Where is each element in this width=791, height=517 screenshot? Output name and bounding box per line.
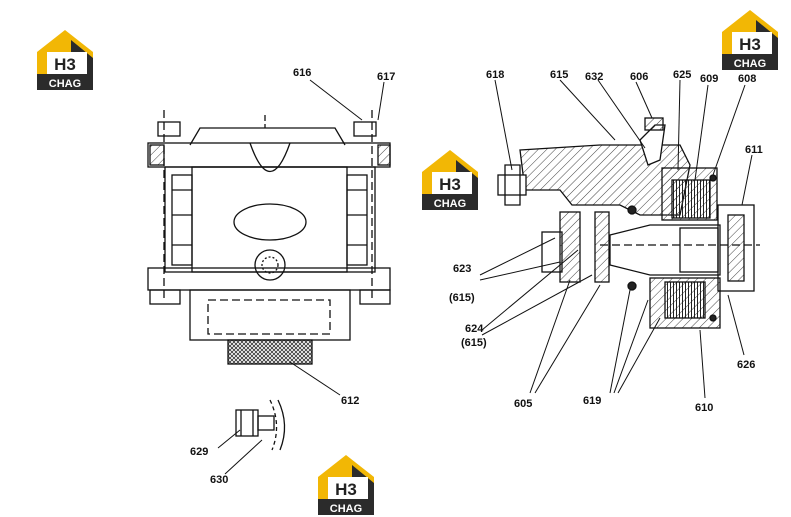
label-623: 623 [453, 263, 471, 275]
caliper-section-view [497, 117, 760, 329]
logo-letters: H3 [54, 55, 76, 74]
caliper-front-view [147, 110, 391, 451]
logo-top-left: H3 CHAG [37, 30, 93, 90]
part-labels: 616 617 612 629 630 618 615 632 606 625 … [190, 67, 763, 486]
logo-letters: H3 [439, 175, 461, 194]
label-624-ref: (615) [461, 337, 487, 349]
logo-word: CHAG [330, 503, 362, 515]
logo-middle: H3 CHAG [422, 150, 478, 210]
label-626: 626 [737, 359, 755, 371]
label-616: 616 [293, 67, 311, 79]
logo-letters: H3 [739, 35, 761, 54]
label-629: 629 [190, 446, 208, 458]
label-606: 606 [630, 71, 648, 83]
logo-top-right: H3 CHAG [722, 10, 778, 70]
logo-word: CHAG [434, 198, 466, 210]
logo-bottom: H3 CHAG [318, 455, 374, 515]
label-608: 608 [738, 73, 756, 85]
label-630: 630 [210, 474, 228, 486]
label-610: 610 [695, 402, 713, 414]
label-611: 611 [745, 144, 763, 156]
label-615: 615 [550, 69, 568, 81]
label-623-ref: (615) [449, 292, 475, 304]
logo-word: CHAG [734, 58, 766, 70]
logo-letters: H3 [335, 480, 357, 499]
label-605: 605 [514, 398, 532, 410]
label-619: 619 [583, 395, 601, 407]
label-609: 609 [700, 73, 718, 85]
label-612: 612 [341, 395, 359, 407]
label-618: 618 [486, 69, 504, 81]
logo-word: CHAG [49, 78, 81, 90]
label-617: 617 [377, 71, 395, 83]
label-624: 624 [465, 323, 484, 335]
label-625: 625 [673, 69, 691, 81]
label-632: 632 [585, 71, 603, 83]
leader-lines [217, 79, 753, 475]
